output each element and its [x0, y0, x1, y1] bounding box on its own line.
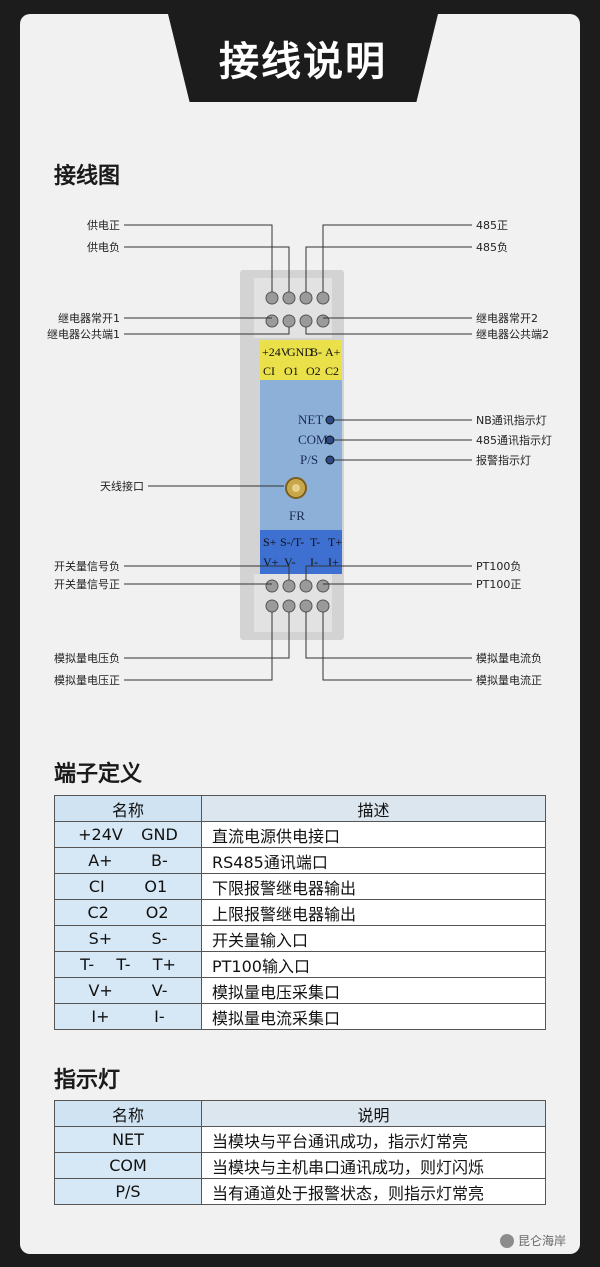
table-row: A+B- RS485通讯端口	[54, 847, 546, 874]
right-leader-lines	[305, 224, 472, 681]
terminal-label-a: A+	[325, 345, 341, 359]
terminal-label-c2: C2	[325, 364, 339, 378]
label-485-led: 485通讯指示灯	[476, 433, 552, 447]
label-power-negative: 供电负	[87, 240, 120, 254]
net-led-icon	[325, 415, 335, 425]
header-desc: 说明	[201, 1100, 546, 1127]
device-brand: FR	[289, 508, 305, 523]
terminal-label-o2: O2	[306, 364, 321, 378]
table-row: NET 当模块与平台通讯成功，指示灯常亮	[54, 1126, 546, 1153]
table-header-row: 名称 说明	[54, 1100, 546, 1127]
indicators-section-title: 指示灯	[54, 1068, 121, 1093]
label-relay-com2: 继电器公共端2	[476, 328, 549, 341]
label-485-positive: 485正	[476, 219, 508, 232]
label-switch-negative: 开关量信号负	[54, 559, 120, 573]
table-row: S+S- 开关量输入口	[54, 925, 546, 952]
label-antenna: 天线接口	[100, 479, 144, 493]
terminal-label-24v: +24V	[262, 345, 290, 359]
table-row: P/S 当有通道处于报警状态，则指示灯常亮	[54, 1178, 546, 1205]
label-485-negative: 485负	[476, 240, 508, 254]
terminal-label-v-plus: V+	[263, 555, 279, 569]
label-nb-led: NB通讯指示灯	[476, 413, 547, 427]
label-analog-voltage-negative: 模拟量电压负	[54, 651, 120, 665]
terminal-label-t-minus: T-	[310, 535, 320, 549]
terminals-section-title: 端子定义	[54, 762, 143, 787]
yellow-label-strip	[260, 340, 342, 380]
watermark-text: 昆仑海岸	[518, 1234, 567, 1248]
front-panel	[260, 380, 342, 530]
header-title: 接线说明	[219, 39, 387, 85]
ps-led-icon	[325, 455, 335, 465]
watermark: 昆仑海岸	[500, 1232, 566, 1249]
terminal-label-s-minus-t: S-/T-	[280, 535, 304, 549]
led-label-net: NET	[298, 412, 323, 427]
top-terminal-block	[254, 278, 332, 338]
label-alarm-led: 报警指示灯	[476, 453, 531, 467]
table-row: COM 当模块与主机串口通讯成功，则灯闪烁	[54, 1152, 546, 1179]
wechat-icon	[500, 1233, 514, 1248]
label-analog-voltage-positive: 模拟量电压正	[54, 673, 120, 687]
com-led-icon	[325, 435, 335, 445]
led-label-com: COM	[298, 432, 328, 447]
label-power-positive: 供电正	[87, 218, 120, 232]
table-row: V+V- 模拟量电压采集口	[54, 977, 546, 1004]
bottom-screws	[265, 579, 330, 613]
terminal-label-gnd: GND	[287, 345, 313, 359]
blue-label-strip	[260, 530, 342, 574]
header-banner: 接线说明	[168, 14, 438, 102]
label-pt100-positive: PT100正	[476, 578, 521, 591]
table-row: I+I- 模拟量电流采集口	[54, 1003, 546, 1030]
terminal-label-i-minus: I-	[310, 555, 318, 569]
wiring-section-title: 接线图	[54, 164, 121, 189]
label-relay-com1: 继电器公共端1	[47, 328, 120, 341]
terminal-label-v-minus: V-	[284, 555, 296, 569]
table-header-row: 名称 描述	[54, 795, 546, 822]
table-row: T-T-T+ PT100输入口	[54, 951, 546, 978]
terminal-label-i-plus: I+	[328, 555, 339, 569]
indicator-table: 名称 说明 NET 当模块与平台通讯成功，指示灯常亮 COM 当模块与主机串口通…	[54, 1100, 546, 1205]
left-leader-lines	[124, 224, 290, 681]
terminal-label-o1: O1	[284, 364, 299, 378]
terminal-label-b: B-	[310, 345, 322, 359]
label-relay-no1: 继电器常开1	[58, 312, 120, 325]
label-analog-current-negative: 模拟量电流负	[476, 651, 542, 665]
label-relay-no2: 继电器常开2	[476, 312, 538, 325]
header-desc: 描述	[201, 795, 546, 822]
header-name: 名称	[54, 795, 202, 822]
terminal-label-ci: CI	[263, 364, 275, 378]
terminal-label-s-plus: S+	[263, 535, 277, 549]
label-switch-positive: 开关量信号正	[54, 577, 120, 591]
label-pt100-negative: PT100负	[476, 559, 521, 573]
label-analog-current-positive: 模拟量电流正	[476, 673, 542, 687]
wiring-diagram: +24V GND B- A+ CI O1 O2 C2 NET COM P/S F…	[47, 218, 552, 687]
led-label-ps: P/S	[300, 452, 318, 467]
top-screws	[265, 291, 330, 328]
terminal-label-t-plus: T+	[328, 535, 342, 549]
header-name: 名称	[54, 1100, 202, 1127]
